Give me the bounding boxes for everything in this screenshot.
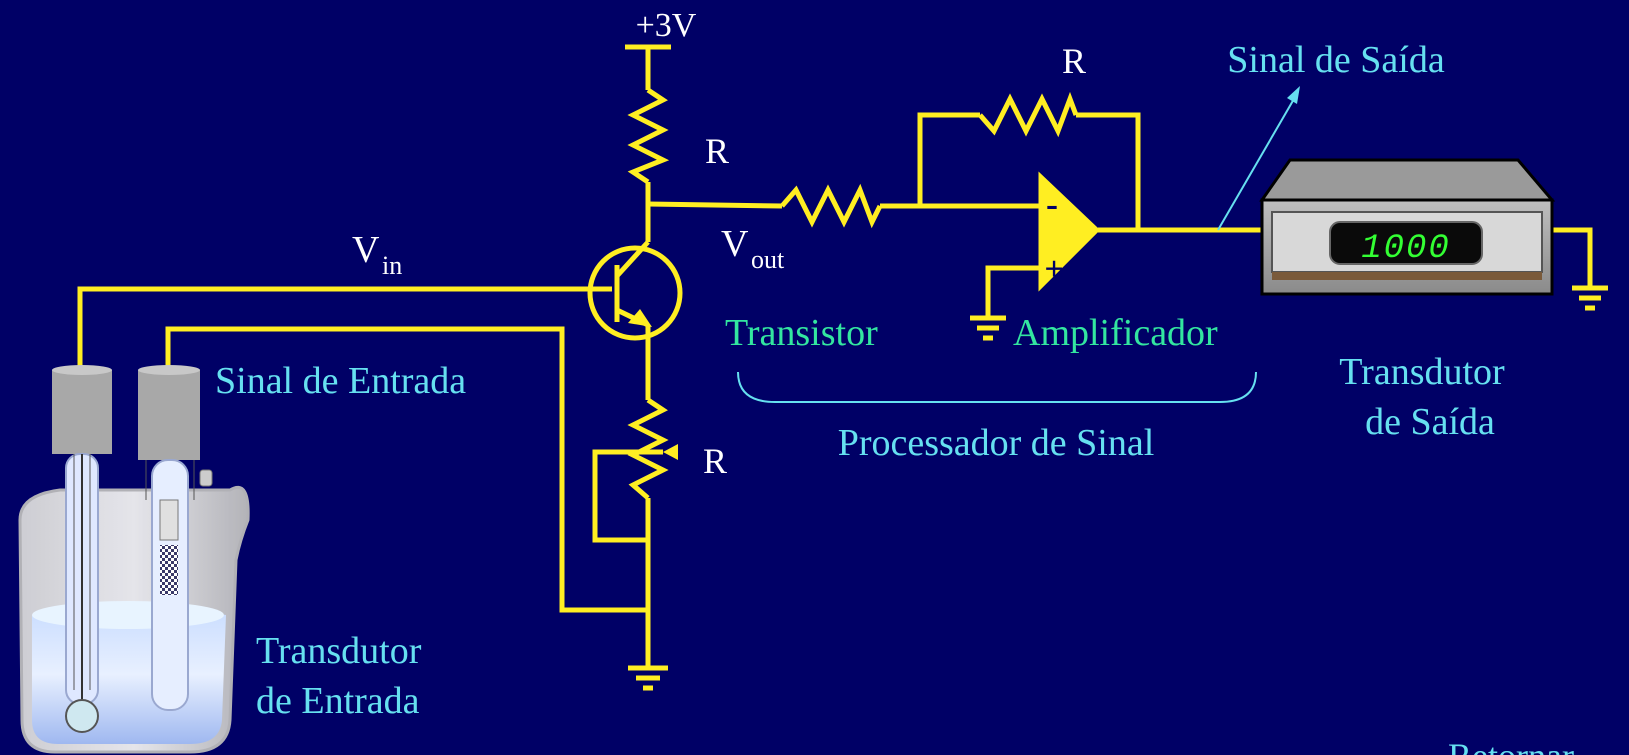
transistor-label: Transistor: [725, 312, 878, 354]
vin-sub: in: [382, 251, 402, 280]
vin-main: V: [352, 229, 380, 271]
resistor-icon-top: [627, 87, 670, 185]
output-transducer-label-line1: Transdutor: [1339, 351, 1505, 393]
resistor-icon-series: [780, 183, 883, 229]
return-link[interactable]: Retornar: [1448, 736, 1574, 755]
meter-display-value: 1000: [1361, 230, 1451, 268]
npn-transistor-icon: [587, 240, 683, 341]
input-signal-label: Sinal de Entrada: [215, 360, 466, 402]
output-transducer-label-line2: de Saída: [1365, 401, 1495, 443]
beaker-icon: [18, 485, 250, 754]
resistor-feedback-label: R: [1062, 41, 1086, 81]
ground-icon-meter: [1572, 285, 1608, 311]
resistor-bottom-label: R: [703, 441, 727, 481]
opamp-plus-sign: +: [1044, 251, 1063, 288]
electrode-icon-glass: [52, 365, 112, 733]
vout-main: V: [721, 223, 749, 265]
input-transducer-label-line1: Transdutor: [256, 630, 422, 672]
vout-label: V out: [721, 223, 785, 274]
processor-brace: [737, 371, 1257, 403]
vin-label: V in: [352, 229, 402, 280]
resistor-top-label: R: [705, 131, 729, 171]
potentiometer-icon: [627, 397, 678, 500]
ground-icon-amplifier: [970, 315, 1006, 341]
ground-icon-transistor: [628, 665, 668, 691]
amplifier-label: Amplificador: [1013, 312, 1218, 354]
op-amp-icon: - +: [1038, 171, 1101, 292]
output-signal-label: Sinal de Saída: [1227, 39, 1445, 81]
digital-meter-icon: 1000: [1259, 158, 1556, 296]
input-transducer-label-line2: de Entrada: [256, 680, 420, 722]
supply-voltage-label: +3V: [636, 7, 697, 44]
resistor-icon-feedback: [978, 91, 1079, 138]
vout-sub: out: [751, 245, 785, 274]
processor-label: Processador de Sinal: [838, 422, 1155, 464]
opamp-minus-sign: -: [1046, 184, 1058, 224]
output-signal-arrow: [1217, 86, 1300, 231]
electrode-icon-reference: [138, 365, 213, 711]
